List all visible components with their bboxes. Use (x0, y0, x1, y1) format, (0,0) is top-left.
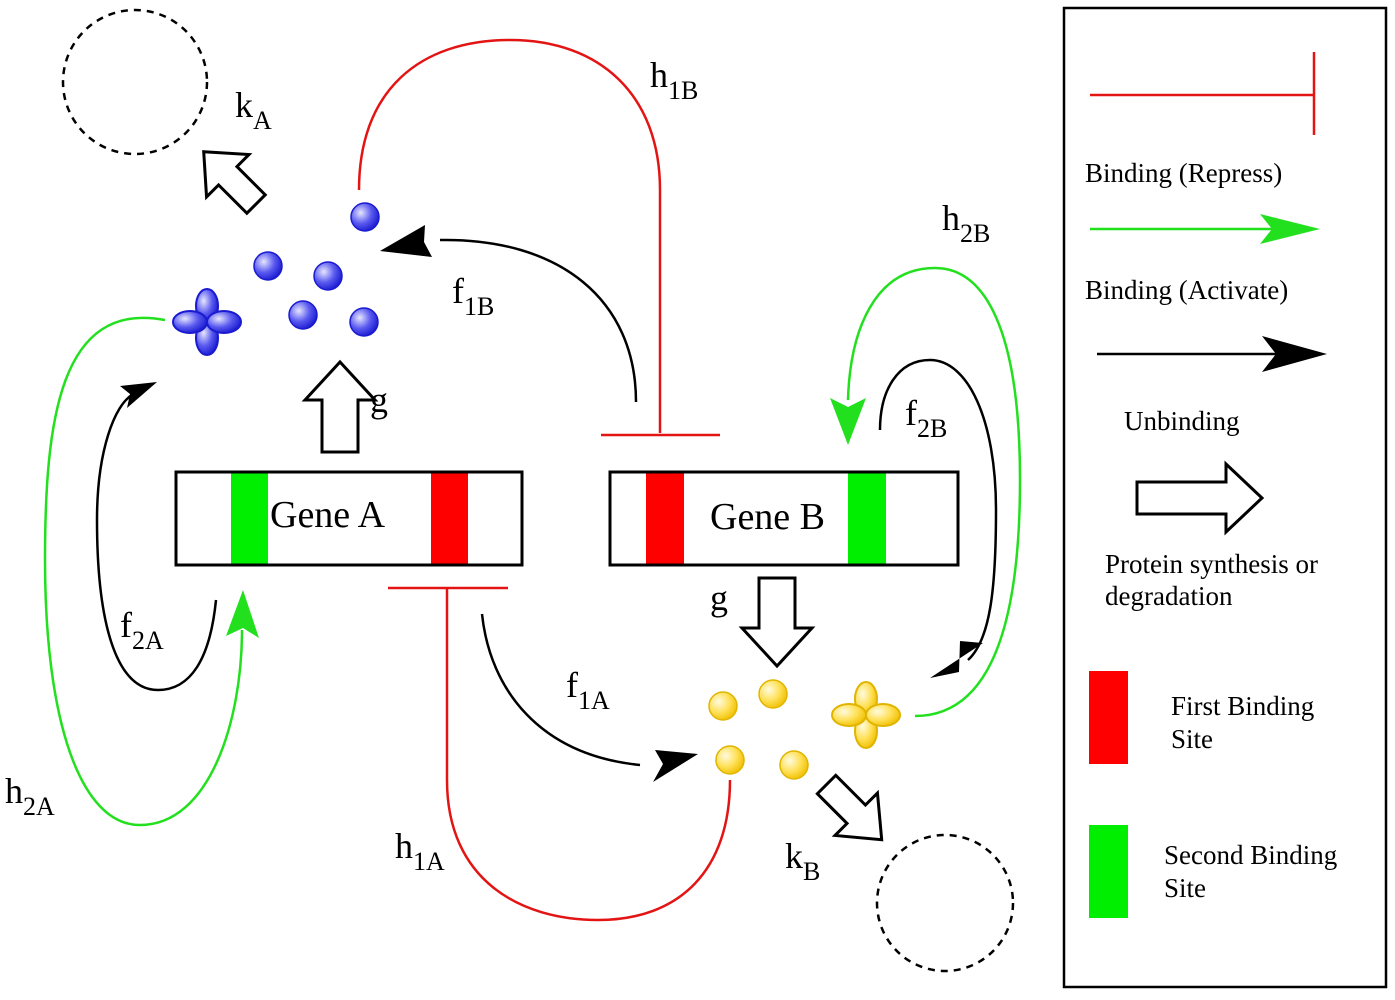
legend-first-site-swatch (1089, 671, 1128, 764)
legend-unbinding-symbol (1097, 336, 1327, 372)
repress-h1b (357, 38, 720, 437)
label-h2b: h2B (942, 198, 990, 248)
degradation-arrow-b (815, 773, 884, 842)
legend-activate-symbol (1090, 214, 1320, 244)
gene-b-first-site (646, 472, 684, 565)
legend-second-site-label-2: Site (1164, 873, 1206, 903)
synthesis-arrow-a (301, 359, 379, 454)
gene-a-first-site (431, 472, 468, 565)
label-f1a: f1A (566, 665, 610, 715)
repress-h1a (388, 586, 732, 922)
gene-a-label: Gene A (270, 494, 386, 536)
label-f1b: f1B (452, 271, 494, 321)
legend: Binding (Repress) Binding (Activate) Unb… (1062, 6, 1388, 989)
legend-activate-label: Binding (Activate) (1085, 275, 1288, 305)
legend-synthesis-label-2: degradation (1105, 581, 1233, 611)
unbind-f1a (480, 613, 698, 782)
protein-a-complex (172, 288, 242, 356)
protein-b-complex (831, 681, 901, 749)
synthesis-arrow-b (738, 576, 816, 669)
degradation-sink-a (61, 8, 209, 156)
legend-first-site-label: First Binding (1171, 691, 1314, 721)
degradation-arrow-a (202, 150, 268, 216)
activate-h2b (830, 266, 1022, 718)
label-g-a: g (370, 380, 388, 420)
legend-repress-symbol (1090, 52, 1316, 135)
unbind-f2a (95, 382, 218, 692)
unbind-f1b (380, 225, 638, 403)
gene-a-second-site (231, 472, 268, 565)
legend-synthesis-symbol (1135, 460, 1265, 536)
legend-second-site-label: Second Binding (1164, 840, 1337, 870)
unbind-f2b (878, 358, 998, 678)
label-g-b: g (710, 578, 728, 618)
legend-first-site-label-2: Site (1171, 724, 1213, 754)
proteins-b (708, 679, 809, 780)
degradation-sink-b (875, 833, 1015, 973)
legend-second-site-swatch (1089, 825, 1128, 918)
label-h2a: h2A (5, 771, 55, 821)
label-h1a: h1A (395, 826, 445, 876)
label-f2b: f2B (905, 393, 947, 443)
activate-h2a (43, 316, 259, 827)
label-h1b: h1B (650, 55, 698, 105)
legend-unbinding-label: Unbinding (1124, 406, 1240, 436)
legend-synthesis-label: Protein synthesis or (1105, 549, 1318, 579)
label-f2a: f2A (120, 605, 164, 655)
gene-b-second-site (848, 472, 886, 565)
label-kb: kB (785, 836, 820, 886)
gene-b-label: Gene B (710, 496, 825, 538)
label-ka: kA (235, 85, 272, 135)
proteins-a (253, 202, 380, 337)
legend-repress-label: Binding (Repress) (1085, 158, 1282, 188)
